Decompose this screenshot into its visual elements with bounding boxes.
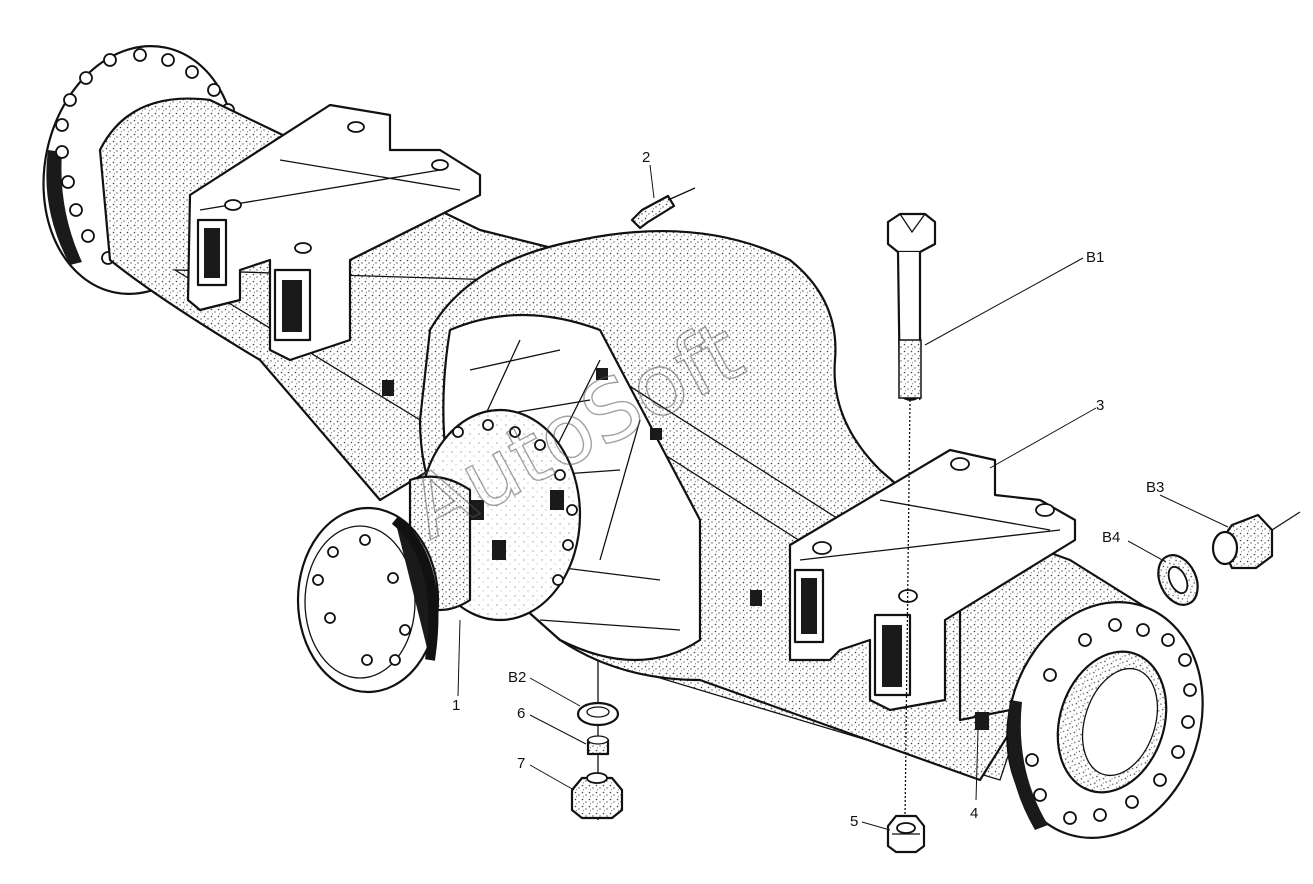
callout-b4: B4 [1102, 529, 1120, 546]
castle-nut-7 [570, 772, 624, 820]
washer-b4 [1157, 554, 1199, 606]
pinion-flange [296, 408, 582, 694]
callout-b3: B3 [1146, 479, 1164, 496]
right-spring-pad [788, 448, 1077, 712]
cover-bolt [650, 428, 662, 440]
washer-b2 [576, 701, 620, 727]
housing-stud [382, 380, 394, 396]
left-spring-pad [186, 103, 482, 362]
callout-7: 7 [517, 755, 525, 772]
callout-leaders [457, 164, 1229, 831]
bolt-b1 [886, 212, 937, 401]
drain-plug-b3 [1211, 511, 1301, 570]
callout-4: 4 [970, 805, 978, 822]
cover-bolt [596, 368, 608, 380]
callout-2: 2 [642, 149, 650, 166]
nut-6 [586, 735, 610, 756]
castle-nut-5 [886, 814, 926, 854]
callout-b2: B2 [508, 669, 526, 686]
housing-stud [975, 712, 989, 730]
callout-5: 5 [850, 813, 858, 830]
callout-3: 3 [1096, 397, 1104, 414]
right-axle-flange [1006, 601, 1204, 839]
housing-stud [750, 590, 762, 606]
callout-1: 1 [452, 697, 460, 714]
callout-b1: B1 [1086, 249, 1104, 266]
breather-valve [630, 187, 696, 230]
callout-6: 6 [517, 705, 525, 722]
